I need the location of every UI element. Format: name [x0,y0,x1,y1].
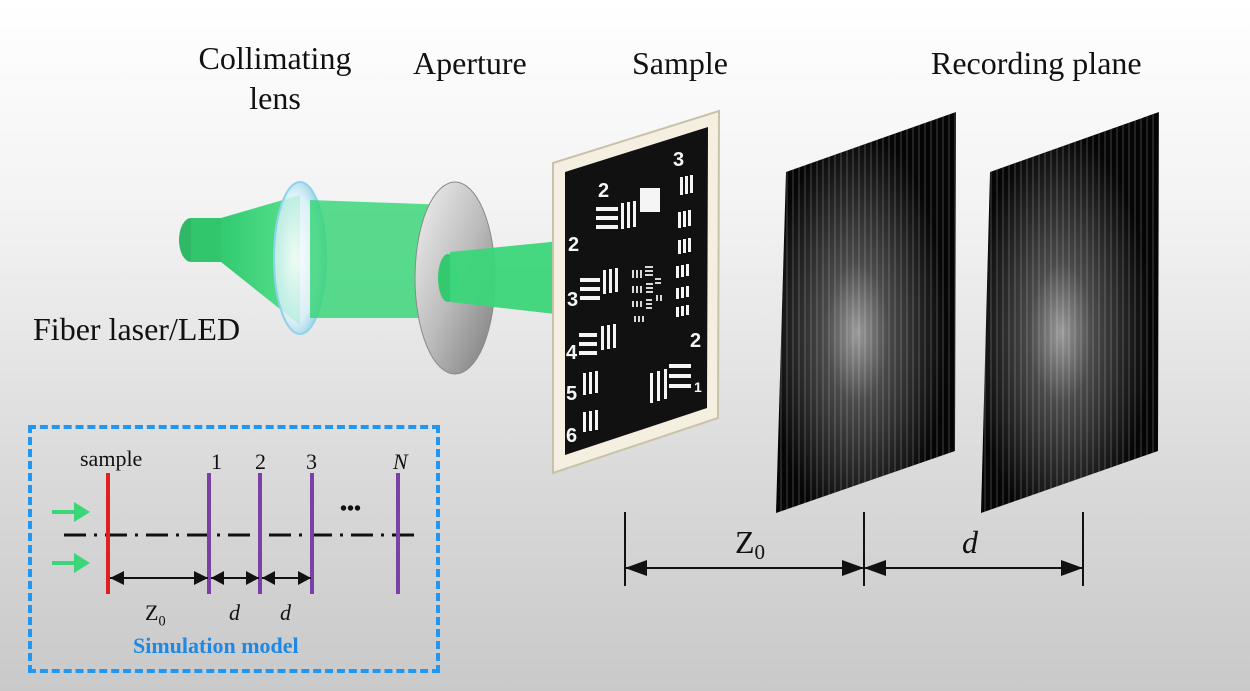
incident-arrow [52,553,90,573]
source-label: Fiber laser/LED [33,311,241,347]
sample-target: 2 3 2 3 4 5 6 2 1 [552,109,721,475]
target-number: 2 [568,234,579,256]
d-label: d [962,524,979,560]
simulation-model-box [28,425,440,673]
ellipsis: ••• [340,498,362,520]
inset-distance-arrows [110,571,311,585]
simulation-model-title: Simulation model [133,633,299,658]
target-number: 6 [566,425,577,447]
target-number: 3 [673,149,684,171]
target-number: 2 [598,180,609,202]
target-number: 2 [690,330,701,352]
target-number: 4 [566,342,578,364]
target-number: 1 [694,379,702,395]
recording-plane-label: Recording plane [931,45,1142,81]
recording-plane-1 [776,112,956,513]
inset-d-label: d [280,600,291,625]
inset-plane-label: 1 [211,449,222,474]
aperture-label: Aperture [413,45,527,81]
inset-plane-label: 3 [306,449,317,474]
inset-plane-label: 2 [255,449,266,474]
fiber-source [179,218,221,262]
z0-label: Z0 [735,524,765,564]
inset-schematic [52,473,420,594]
sample-label: Sample [632,45,728,81]
distance-markers [624,512,1084,586]
inset-d-label: d [229,600,240,625]
inset-plane-label: N [393,449,408,474]
incident-arrow [52,502,90,522]
target-number: 5 [566,383,577,405]
collimating-lens-label: Collimating lens [198,40,352,116]
recording-plane-2 [981,112,1159,513]
target-number: 3 [567,289,578,311]
inset-z0-label: Z0 [145,600,166,630]
inset-sample-label: sample [80,446,143,471]
